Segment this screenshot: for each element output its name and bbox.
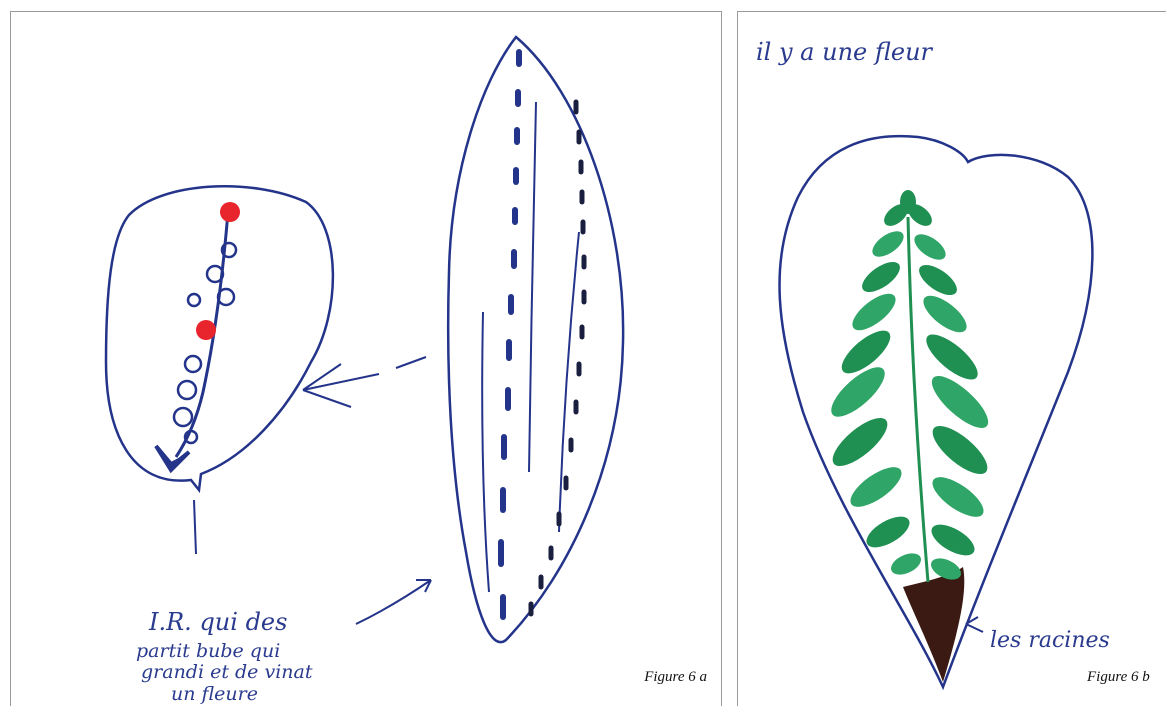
- figure-caption-b: Figure 6 b: [1087, 669, 1150, 686]
- handwritten-note-line-4: un fleure: [171, 683, 258, 705]
- long-seed-inner-line-2: [559, 232, 579, 532]
- pointer-arrow-note: [356, 580, 431, 624]
- handwritten-note-line-3: grandi et de vinat: [141, 661, 313, 683]
- pointer-arrow-left: [303, 357, 426, 407]
- long-seed-dashes-left: [501, 52, 519, 617]
- red-flower-middle: [196, 320, 216, 340]
- figure-6b-drawing: il y a une fleur: [738, 12, 1166, 706]
- plant-base: [156, 446, 189, 470]
- figure-caption-a: Figure 6 a: [644, 669, 707, 686]
- roots: [903, 567, 964, 682]
- pointer-line-down: [194, 500, 196, 554]
- handwritten-title: il y a une fleur: [756, 38, 934, 66]
- handwritten-note-line-2: partit bube qui: [136, 640, 280, 662]
- handwritten-note-line-1: I.R. qui des: [148, 608, 287, 636]
- long-seed-inner-line-1: [529, 102, 536, 472]
- figure-6b-panel: il y a une fleur: [737, 11, 1166, 706]
- handwritten-roots-label: les racines: [990, 628, 1110, 653]
- plant-loops: [174, 243, 236, 443]
- figure-6a-drawing: I.R. qui des partit bube qui grandi et d…: [11, 12, 722, 706]
- seed-oval: [106, 186, 333, 490]
- red-flower-top: [220, 202, 240, 222]
- figure-6a-panel: I.R. qui des partit bube qui grandi et d…: [10, 11, 722, 706]
- long-seed-inner-line-3: [482, 312, 489, 592]
